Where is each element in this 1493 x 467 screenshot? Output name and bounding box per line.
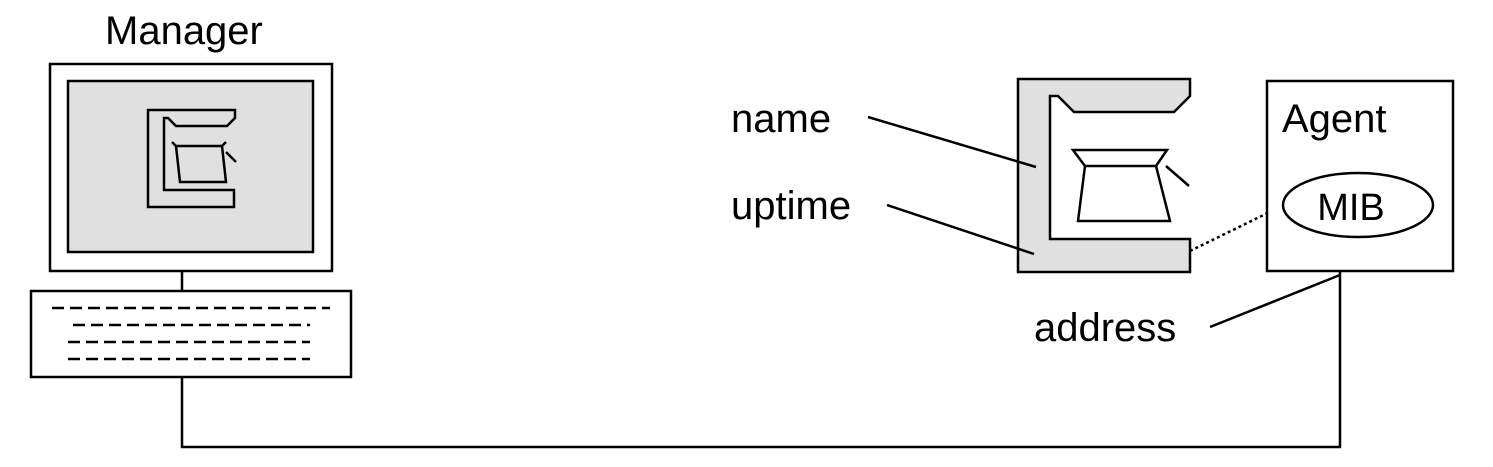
name-label: name [731, 97, 831, 141]
network-cable [180, 271, 1342, 449]
uptime-label: uptime [731, 184, 851, 228]
manager-label: Manager [105, 9, 263, 53]
keyboard [29, 289, 353, 379]
coffee-pot-icon [1070, 148, 1190, 223]
address-pointer [1209, 273, 1341, 329]
manager-computer [29, 62, 353, 379]
managed-device-coffee-machine [1016, 77, 1192, 274]
coffee-machine-icon [1016, 77, 1192, 274]
mib-label: MIB [1317, 187, 1385, 229]
address-label: address [1034, 306, 1176, 350]
keyboard-keys [52, 306, 330, 361]
agent-label: Agent [1282, 97, 1387, 141]
coffee-machine-icon [146, 108, 237, 209]
monitor-screen [66, 79, 315, 254]
uptime-pointer [886, 203, 1035, 256]
mib-ellipse [1281, 171, 1435, 239]
name-pointer [867, 115, 1037, 169]
